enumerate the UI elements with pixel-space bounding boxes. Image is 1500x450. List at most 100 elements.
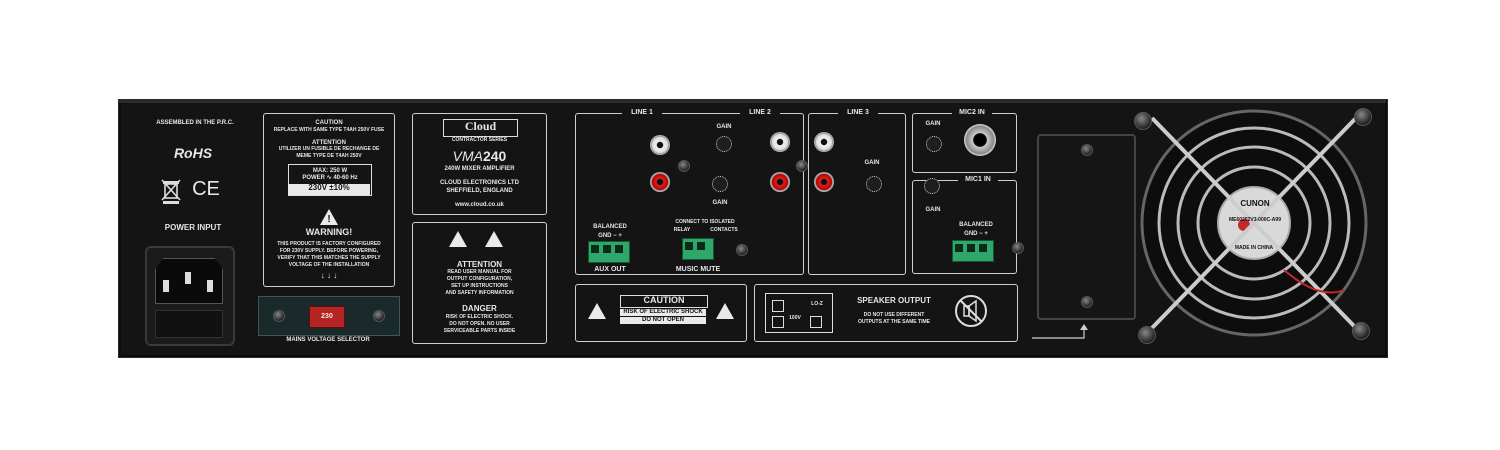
no-speaker-icon bbox=[953, 293, 989, 329]
aux-pin-labels: GND − + bbox=[598, 233, 622, 239]
terminal-hole bbox=[967, 244, 975, 252]
terminal-hole bbox=[955, 244, 963, 252]
lo-z-label: LO-Z bbox=[811, 301, 823, 307]
line2-rca-white[interactable] bbox=[770, 132, 790, 152]
aux-out-terminal[interactable] bbox=[588, 241, 630, 263]
line3-rca-white[interactable] bbox=[814, 132, 834, 152]
connector-line bbox=[1030, 324, 1090, 342]
attention-heading: ATTENTION bbox=[456, 260, 503, 269]
cooling-fan: CUNON ME60252V3-000C-A99 MADE IN CHINA bbox=[1134, 100, 1374, 346]
danger-text-2: DO NOT OPEN. NO USER bbox=[449, 321, 510, 327]
mic2-label: MIC2 IN bbox=[952, 109, 992, 117]
ce-mark: CE bbox=[192, 178, 220, 200]
voltage-selector-switch[interactable]: 230 bbox=[309, 306, 345, 328]
screw-icon bbox=[273, 310, 285, 322]
line3-gain-label: GAIN bbox=[864, 160, 880, 166]
mic1-label: MIC1 IN bbox=[958, 176, 998, 184]
attention-title: ATTENTION bbox=[312, 140, 346, 146]
line2-rca-red[interactable] bbox=[770, 172, 790, 192]
danger-text-1: RISK OF ELECTRIC SHOCK. bbox=[445, 314, 514, 320]
speaker-terminal-box: 100V LO-Z bbox=[765, 293, 833, 333]
caution-line: REPLACE WITH SAME TYPE T4AH 250V FUSE bbox=[273, 127, 385, 133]
caution-title: CAUTION bbox=[315, 120, 343, 126]
iec-pin-earth bbox=[185, 272, 191, 284]
series-label: CONTRACTOR SERIES bbox=[451, 137, 508, 143]
terminal-hole bbox=[697, 242, 705, 250]
caution-text-1: RISK OF ELECTRIC SHOCK bbox=[620, 309, 706, 316]
screw-icon bbox=[678, 160, 690, 172]
mic1-balanced-label: BALANCED bbox=[959, 222, 993, 228]
line1-gain-label: GAIN bbox=[712, 200, 728, 206]
contacts-label: CONTACTS bbox=[710, 227, 738, 233]
speaker-terminal-icon[interactable] bbox=[772, 316, 784, 328]
voltage-selector-plate: 230 bbox=[258, 296, 400, 336]
aux-out-label: AUX OUT bbox=[588, 266, 632, 274]
website-url: www.cloud.co.uk bbox=[455, 202, 504, 208]
fan-screw-icon bbox=[1354, 108, 1372, 126]
rohs-logo: RoHS bbox=[173, 145, 213, 161]
attention-danger-label: ATTENTION READ USER MANUAL FOR OUTPUT CO… bbox=[412, 222, 547, 344]
music-mute-terminal[interactable] bbox=[682, 238, 714, 260]
line1-gain-knob[interactable] bbox=[712, 176, 728, 192]
warning-text-3: VERIFY THAT THIS MATCHES THE SUPPLY bbox=[277, 255, 381, 261]
attention-text-3: SET UP INSTRUCTIONS bbox=[451, 283, 508, 289]
blank-cover-plate bbox=[1037, 134, 1136, 320]
line1-label: LINE 1 bbox=[622, 109, 662, 117]
power-rating-box: MAX: 250 W POWER ∿ 40-60 Hz bbox=[288, 164, 372, 196]
selector-value: 230 bbox=[321, 313, 333, 320]
speaker-output-title: SPEAKER OUTPUT bbox=[857, 296, 931, 305]
lightning-warning-icon bbox=[485, 231, 503, 247]
model-name: VMA240 bbox=[413, 148, 546, 164]
speaker-note-1: DO NOT USE DIFFERENT bbox=[863, 312, 925, 318]
mic2-gain-knob[interactable] bbox=[926, 136, 942, 152]
line2-gain-label: GAIN bbox=[716, 124, 732, 130]
warning-text-2: FOR 230V SUPPLY. BEFORE POWERING, bbox=[279, 248, 379, 254]
line1-rca-white[interactable] bbox=[650, 135, 670, 155]
mic1-gain-knob[interactable] bbox=[924, 178, 940, 194]
caution-text-2: DO NOT OPEN bbox=[620, 317, 706, 324]
aux-balanced-label: BALANCED bbox=[593, 224, 627, 230]
line2-gain-knob[interactable] bbox=[716, 136, 732, 152]
danger-heading: DANGER bbox=[462, 304, 497, 313]
speaker-note-2: OUTPUTS AT THE SAME TIME bbox=[858, 319, 930, 325]
attention-line-1: UTILIZER UN FUSIBLE DE RECHANGE DE bbox=[278, 146, 380, 152]
screw-icon bbox=[1012, 242, 1024, 254]
relay-label: RELAY bbox=[673, 227, 691, 233]
screw-icon bbox=[373, 310, 385, 322]
fan-screw-icon bbox=[1138, 326, 1156, 344]
line-inputs-panel bbox=[575, 113, 804, 275]
warning-triangle-icon bbox=[716, 303, 734, 319]
iec-power-socket[interactable] bbox=[145, 246, 235, 346]
power-frequency: POWER ∿ 40-60 Hz bbox=[302, 174, 358, 181]
company-city: SHEFFIELD, ENGLAND bbox=[446, 188, 513, 194]
mic1-terminal[interactable] bbox=[952, 240, 994, 262]
voltage-rating: 230V ±10% bbox=[288, 183, 370, 195]
mic2-jack-socket[interactable] bbox=[964, 124, 996, 156]
attention-line-2: MEME TYPE DE T4AH 250V bbox=[296, 153, 362, 159]
caution-shock-label: CAUTION RISK OF ELECTRIC SHOCK DO NOT OP… bbox=[575, 284, 747, 342]
line3-rca-red[interactable] bbox=[814, 172, 834, 192]
fuse-drawer[interactable] bbox=[155, 310, 223, 338]
speaker-terminal-icon[interactable] bbox=[810, 316, 822, 328]
exclamation-glyph: ! bbox=[327, 214, 331, 225]
warning-text-4: VOLTAGE OF THE INSTALLATION bbox=[288, 262, 370, 268]
danger-text-3: SERVICEABLE PARTS INSIDE bbox=[443, 328, 516, 334]
line1-rca-red[interactable] bbox=[650, 172, 670, 192]
model-number: 240 bbox=[482, 148, 507, 164]
fuse-warning-label: CAUTION REPLACE WITH SAME TYPE T4AH 250V… bbox=[263, 113, 395, 287]
speaker-terminal-icon[interactable] bbox=[772, 300, 784, 312]
warning-triangle-icon bbox=[449, 231, 467, 247]
model-description: 240W MIXER AMPLIFIER bbox=[444, 166, 515, 172]
chassis-top-edge bbox=[118, 99, 1386, 103]
terminal-hole bbox=[603, 245, 611, 253]
brand-label: Cloud CONTRACTOR SERIES VMA240 240W MIXE… bbox=[412, 113, 547, 215]
iec-pin-right bbox=[207, 280, 213, 292]
warning-text-1: THIS PRODUCT IS FACTORY CONFIGURED bbox=[277, 241, 381, 247]
weee-bin-icon bbox=[160, 178, 182, 204]
line3-gain-knob[interactable] bbox=[866, 176, 882, 192]
mic1-gain-label: GAIN bbox=[925, 207, 941, 213]
terminal-hole bbox=[979, 244, 987, 252]
terminal-hole bbox=[685, 242, 693, 250]
screw-icon bbox=[1081, 144, 1093, 156]
warning-title: WARNING! bbox=[305, 227, 353, 237]
